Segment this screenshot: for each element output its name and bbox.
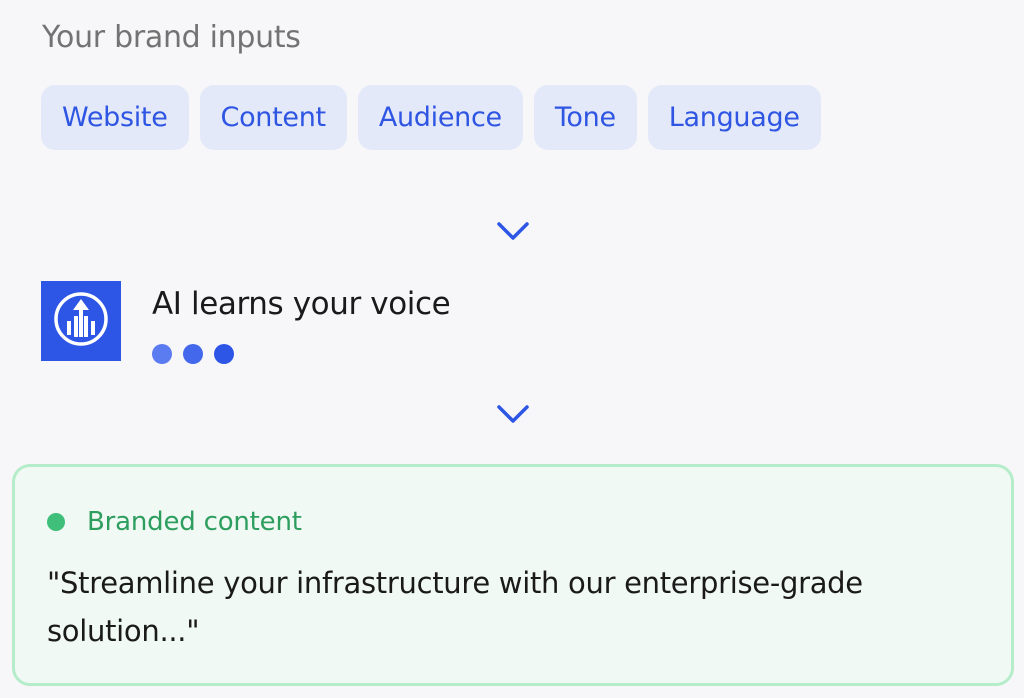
- ai-logo: [41, 281, 121, 361]
- chip-tone[interactable]: Tone: [533, 85, 637, 150]
- chevron-down-icon: [496, 404, 530, 424]
- chip-language[interactable]: Language: [647, 85, 821, 150]
- chip-content[interactable]: Content: [199, 85, 347, 150]
- loading-dot: [152, 344, 172, 364]
- ai-learning-title: AI learns your voice: [152, 286, 451, 322]
- rising-bars-arrow-icon: [51, 289, 111, 353]
- branded-content-label: Branded content: [87, 507, 302, 537]
- chevron-down-icon: [496, 221, 530, 241]
- loading-dot: [183, 344, 203, 364]
- brand-input-chips: Website Content Audience Tone Language: [41, 85, 821, 150]
- loading-dot: [214, 344, 234, 364]
- loading-indicator: [152, 344, 234, 364]
- branded-content-card: Branded content "Streamline your infrast…: [12, 464, 1014, 686]
- status-dot-icon: [47, 513, 65, 531]
- brand-inputs-heading: Your brand inputs: [42, 20, 301, 55]
- chip-website[interactable]: Website: [41, 85, 189, 150]
- card-header: Branded content: [47, 507, 302, 537]
- branded-content-quote: "Streamline your infrastructure with our…: [47, 566, 863, 648]
- chip-audience[interactable]: Audience: [357, 85, 523, 150]
